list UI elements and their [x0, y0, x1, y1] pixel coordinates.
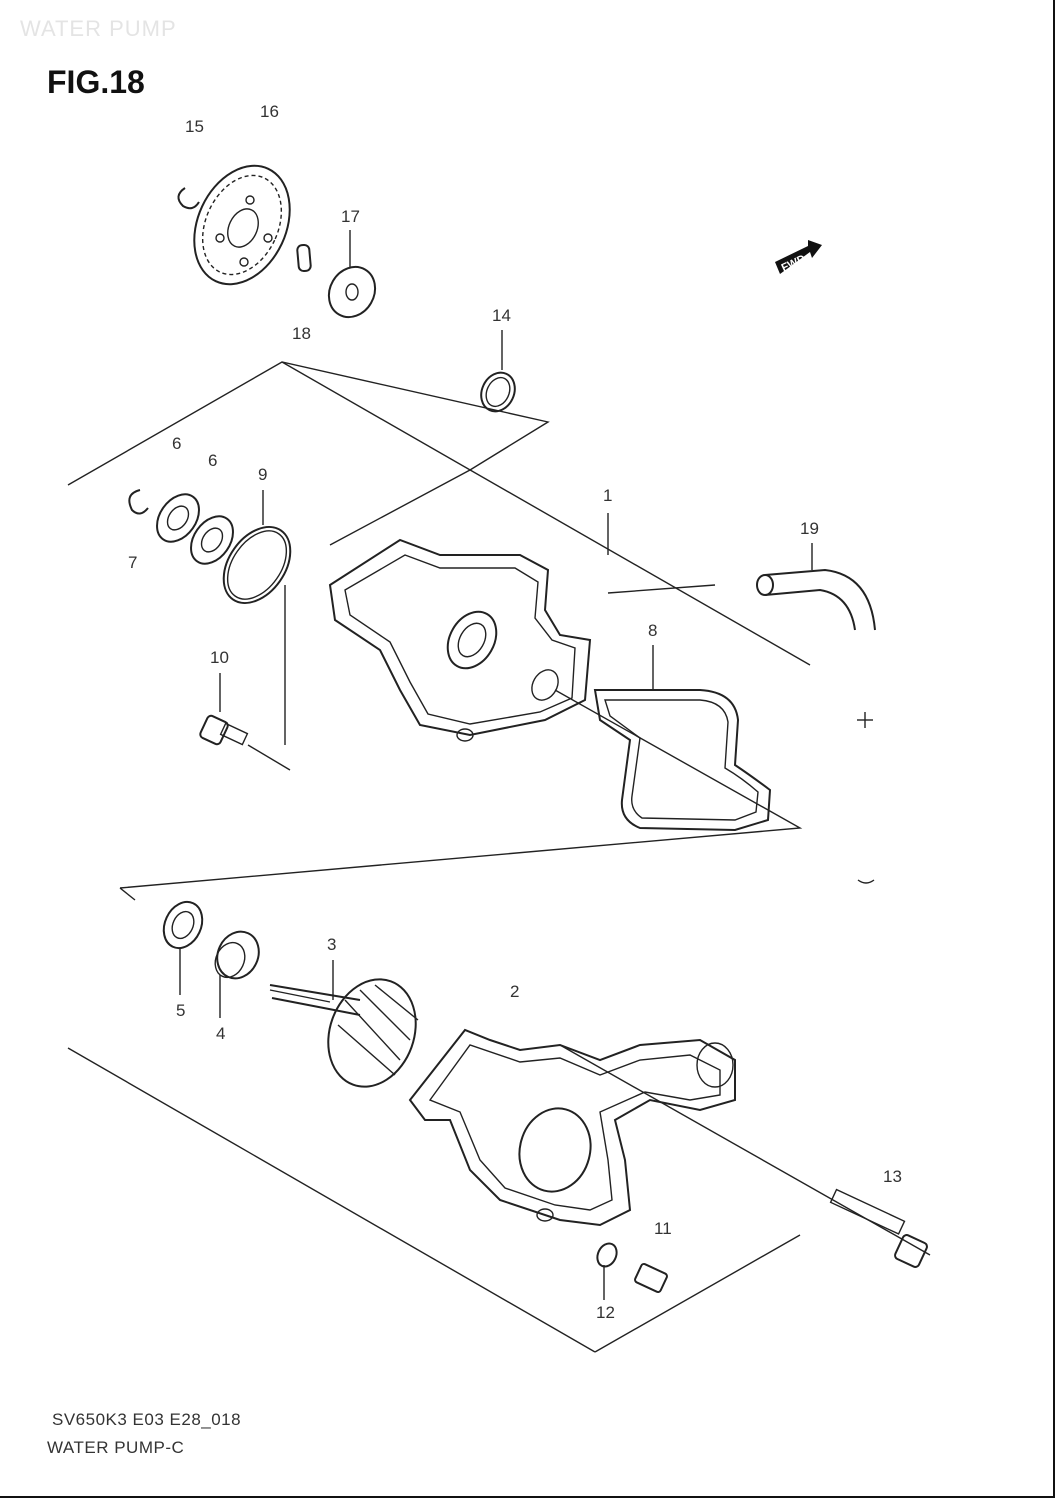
callout-9: 9 — [258, 465, 267, 484]
part-3-impeller-shaft — [269, 978, 419, 1088]
callout-2: 2 — [510, 982, 519, 1001]
figure-number: FIG.18 — [47, 64, 145, 100]
callout-4: 4 — [216, 1024, 225, 1043]
part-1-pump-cover — [328, 538, 592, 742]
callout-7: 7 — [128, 553, 137, 572]
callout-17: 17 — [341, 207, 360, 226]
part-6-bearing-a — [156, 493, 200, 543]
part-4-mechanical-seal — [214, 930, 260, 980]
diagram-code: SV650K3 E03 E28_018 — [52, 1410, 242, 1429]
part-13-bolt — [829, 1188, 928, 1268]
part-10-bolt — [199, 714, 291, 771]
part-7-circlip — [128, 489, 149, 515]
part-9-o-ring — [222, 526, 292, 604]
part-6-bearing-b — [190, 515, 234, 565]
callout-3: 3 — [327, 935, 336, 954]
callout-15: 15 — [185, 117, 204, 136]
callout-5: 5 — [176, 1001, 185, 1020]
callout-13: 13 — [883, 1167, 902, 1186]
lower-group-outline — [67, 887, 931, 1353]
callout-11: 11 — [654, 1219, 672, 1238]
part-17-washer — [327, 265, 377, 319]
part-19-hose — [756, 568, 876, 884]
callout-14: 14 — [492, 306, 511, 325]
fwd-label: FWD — [780, 253, 808, 274]
callout-19: 19 — [800, 519, 819, 538]
callout-6a: 6 — [172, 434, 181, 453]
callout-6b: 6 — [208, 451, 217, 470]
page-header-title: WATER PUMP — [20, 16, 177, 41]
callout-10: 10 — [210, 648, 229, 667]
part-5-oil-seal — [162, 900, 204, 950]
part-15-circlip — [177, 187, 200, 210]
part-14-o-ring — [480, 371, 516, 413]
part-16-pump-drive-gear — [193, 164, 291, 286]
diagram-subtitle: WATER PUMP-C — [47, 1438, 185, 1457]
callout-18: 18 — [292, 324, 311, 343]
part-2-pump-case — [408, 1028, 736, 1227]
callout-8: 8 — [648, 621, 657, 640]
callout-16: 16 — [260, 102, 279, 121]
callout-1: 1 — [603, 486, 612, 505]
callout-12: 12 — [596, 1303, 615, 1322]
part-18-pin — [296, 243, 312, 273]
part-12-washer — [596, 1242, 618, 1268]
fwd-direction-arrow: FWD — [775, 240, 822, 274]
leader-lines — [179, 230, 813, 1300]
part-11-drain-bolt — [634, 1263, 668, 1293]
part-8-gasket — [593, 689, 772, 832]
